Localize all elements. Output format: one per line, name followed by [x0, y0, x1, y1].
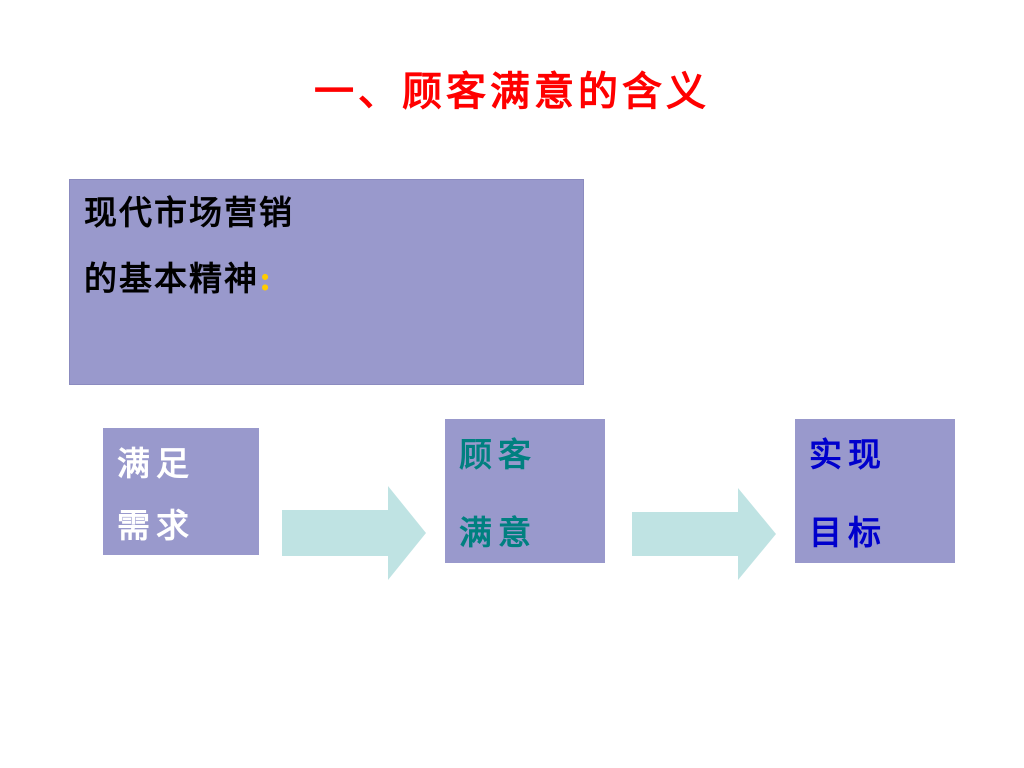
meet-needs-line-1: 满足 — [117, 444, 195, 483]
meet-needs-box: 满足 需求 — [102, 427, 260, 556]
achieve-goals-line-2: 目标 — [809, 513, 887, 552]
marketing-spirit-line-2: 的基本精神: — [84, 246, 583, 312]
meet-needs-line-2: 需求 — [117, 506, 195, 545]
marketing-spirit-box: 现代市场营销 的基本精神: — [69, 179, 584, 385]
colon-mark: : — [259, 259, 274, 298]
customer-satisfaction-box: 顾客 满意 — [444, 418, 606, 564]
marketing-spirit-line-2-text: 的基本精神 — [84, 259, 259, 298]
customer-satisfaction-line-2: 满意 — [459, 513, 537, 552]
right-arrow-shape — [282, 486, 426, 580]
achieve-goals-box: 实现 目标 — [794, 418, 956, 564]
right-arrow-icon — [632, 488, 776, 580]
right-arrow-icon — [282, 486, 426, 580]
marketing-spirit-line-1: 现代市场营销 — [84, 193, 294, 232]
slide-title: 一、顾客满意的含义 — [314, 68, 710, 115]
customer-satisfaction-line-1: 顾客 — [459, 435, 537, 474]
right-arrow-shape — [632, 488, 776, 580]
achieve-goals-line-1: 实现 — [809, 435, 887, 474]
